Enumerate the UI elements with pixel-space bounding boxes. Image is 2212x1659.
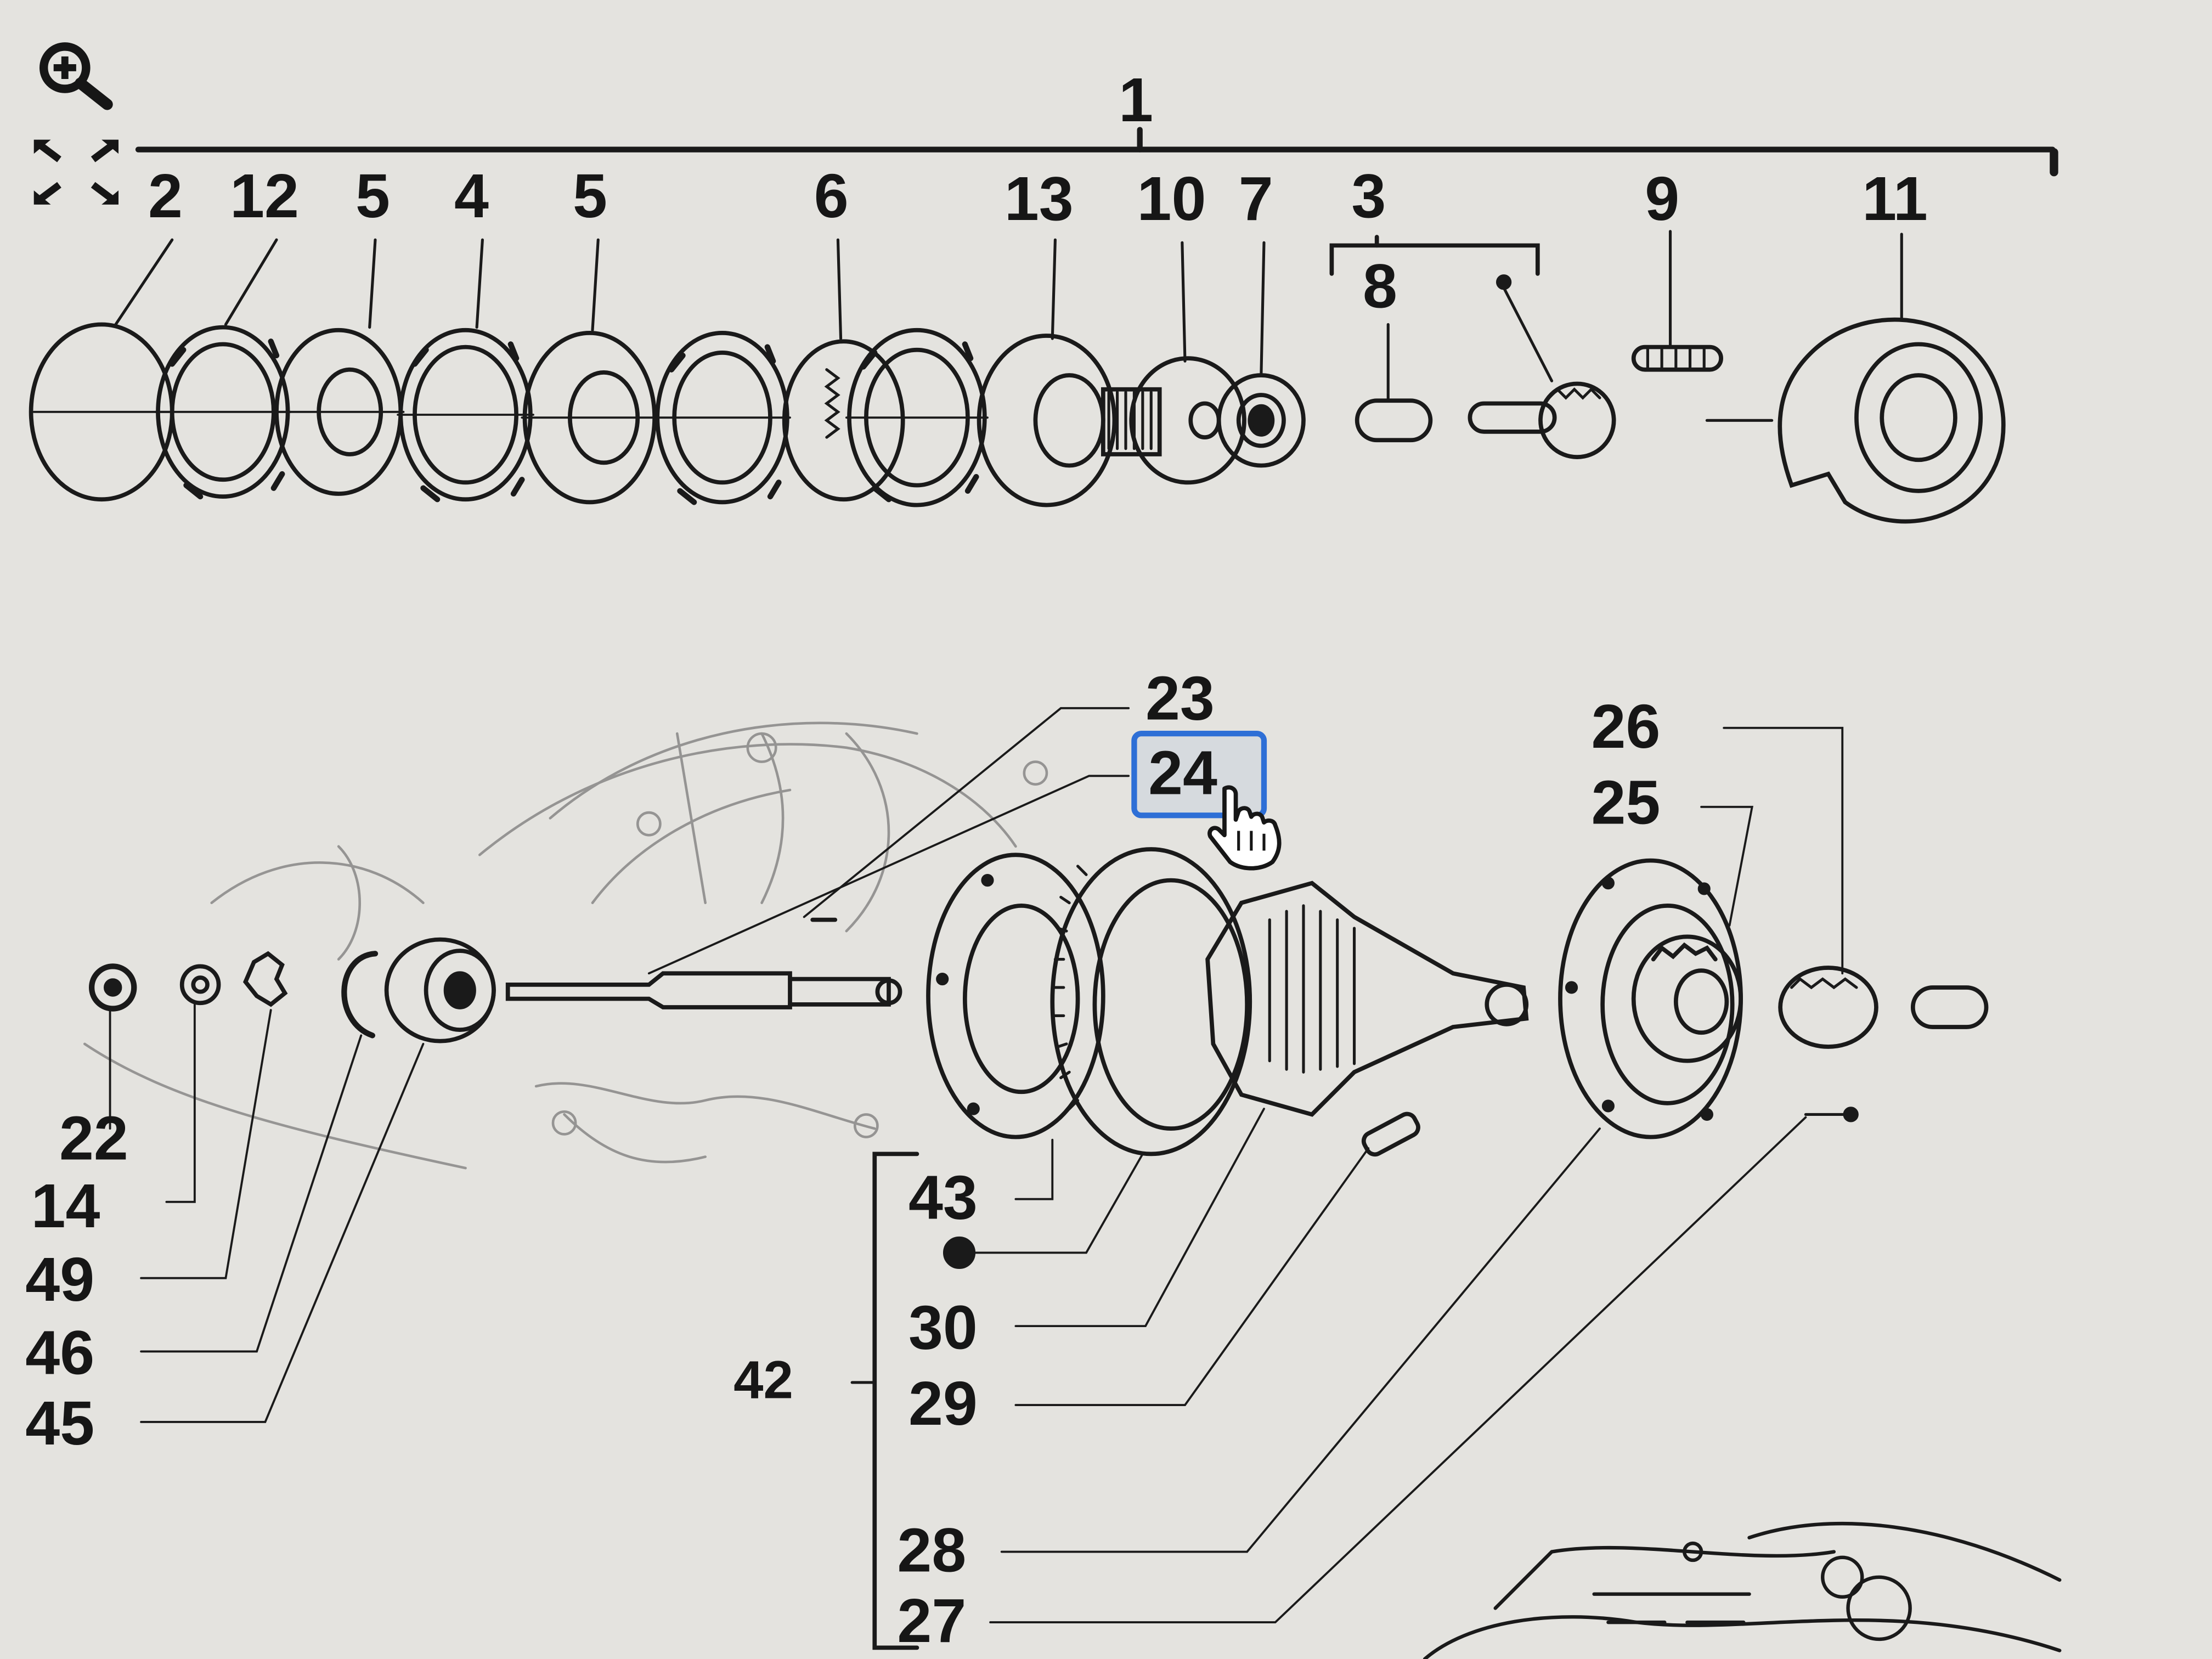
part-11-bell-housing	[1778, 317, 2006, 524]
hovered-part-highlight[interactable]: 24	[1131, 730, 1267, 819]
part-label-12[interactable]: 12	[230, 162, 300, 232]
part-label-10[interactable]: 10	[1137, 165, 1206, 234]
part-label-2[interactable]: 2	[148, 162, 183, 232]
part-49-lock-washer	[242, 951, 288, 1007]
part-10-hub	[1129, 356, 1246, 485]
part-label-3[interactable]: 3	[1351, 162, 1386, 232]
part-label-42[interactable]: 42	[733, 1351, 793, 1411]
part-label-28[interactable]: 28	[897, 1516, 967, 1586]
part-46-circlip	[341, 951, 379, 1039]
part-13-ring	[977, 334, 1117, 507]
part-label-13[interactable]: 13	[1004, 165, 1074, 234]
part-label-11[interactable]: 11	[1862, 165, 1928, 234]
part-label-1[interactable]: 1	[1119, 66, 1154, 136]
part-label-9[interactable]: 9	[1645, 165, 1680, 234]
expand-arrows-icon	[33, 139, 119, 205]
part-label-23[interactable]: 23	[1145, 664, 1215, 734]
part-label-5[interactable]: 5	[355, 162, 390, 232]
part-label-24[interactable]: 24	[1148, 739, 1217, 809]
part-label-29[interactable]: 29	[908, 1369, 978, 1439]
part-29-carrier	[1205, 881, 1529, 1117]
part-30-ring-gear	[1050, 847, 1252, 1156]
part-label-49[interactable]: 49	[25, 1245, 95, 1315]
hand-pointer-icon	[1207, 785, 1282, 871]
part-28-flange	[1558, 858, 1743, 1139]
part-24-shaft	[505, 971, 792, 1009]
part-25-pinion	[1631, 934, 1743, 1063]
part-label-43[interactable]: 43	[908, 1164, 978, 1233]
mouse-cursor	[1202, 783, 1293, 877]
assembly-42-bracket	[872, 1152, 919, 1650]
part-26-seal	[1778, 966, 1878, 1049]
part-label-45[interactable]: 45	[25, 1389, 95, 1459]
part-label-14[interactable]: 14	[31, 1172, 100, 1242]
part-label-27[interactable]: 27	[897, 1587, 967, 1656]
part-label-4[interactable]: 4	[454, 162, 489, 232]
part-8-pin	[1355, 398, 1433, 443]
magnifier-plus-icon	[39, 42, 113, 110]
fullscreen-button[interactable]	[28, 134, 124, 210]
part-14-washer	[179, 964, 221, 1006]
part-label-5-second[interactable]: 5	[572, 162, 607, 232]
part-label-8[interactable]: 8	[1362, 252, 1397, 322]
part-label-26[interactable]: 26	[1591, 692, 1661, 762]
part-label-30[interactable]: 30	[908, 1293, 978, 1363]
part-43-gasket	[926, 853, 1105, 1139]
part-label-7[interactable]: 7	[1238, 165, 1273, 234]
part-22-nut	[88, 963, 137, 1012]
part-label-25[interactable]: 25	[1591, 769, 1661, 838]
part-label-6[interactable]: 6	[814, 162, 849, 232]
part-label-46[interactable]: 46	[25, 1319, 95, 1389]
part-label-22[interactable]: 22	[59, 1104, 128, 1174]
zoom-in-button[interactable]	[28, 40, 121, 110]
part-6-toothed-disc	[782, 339, 905, 502]
